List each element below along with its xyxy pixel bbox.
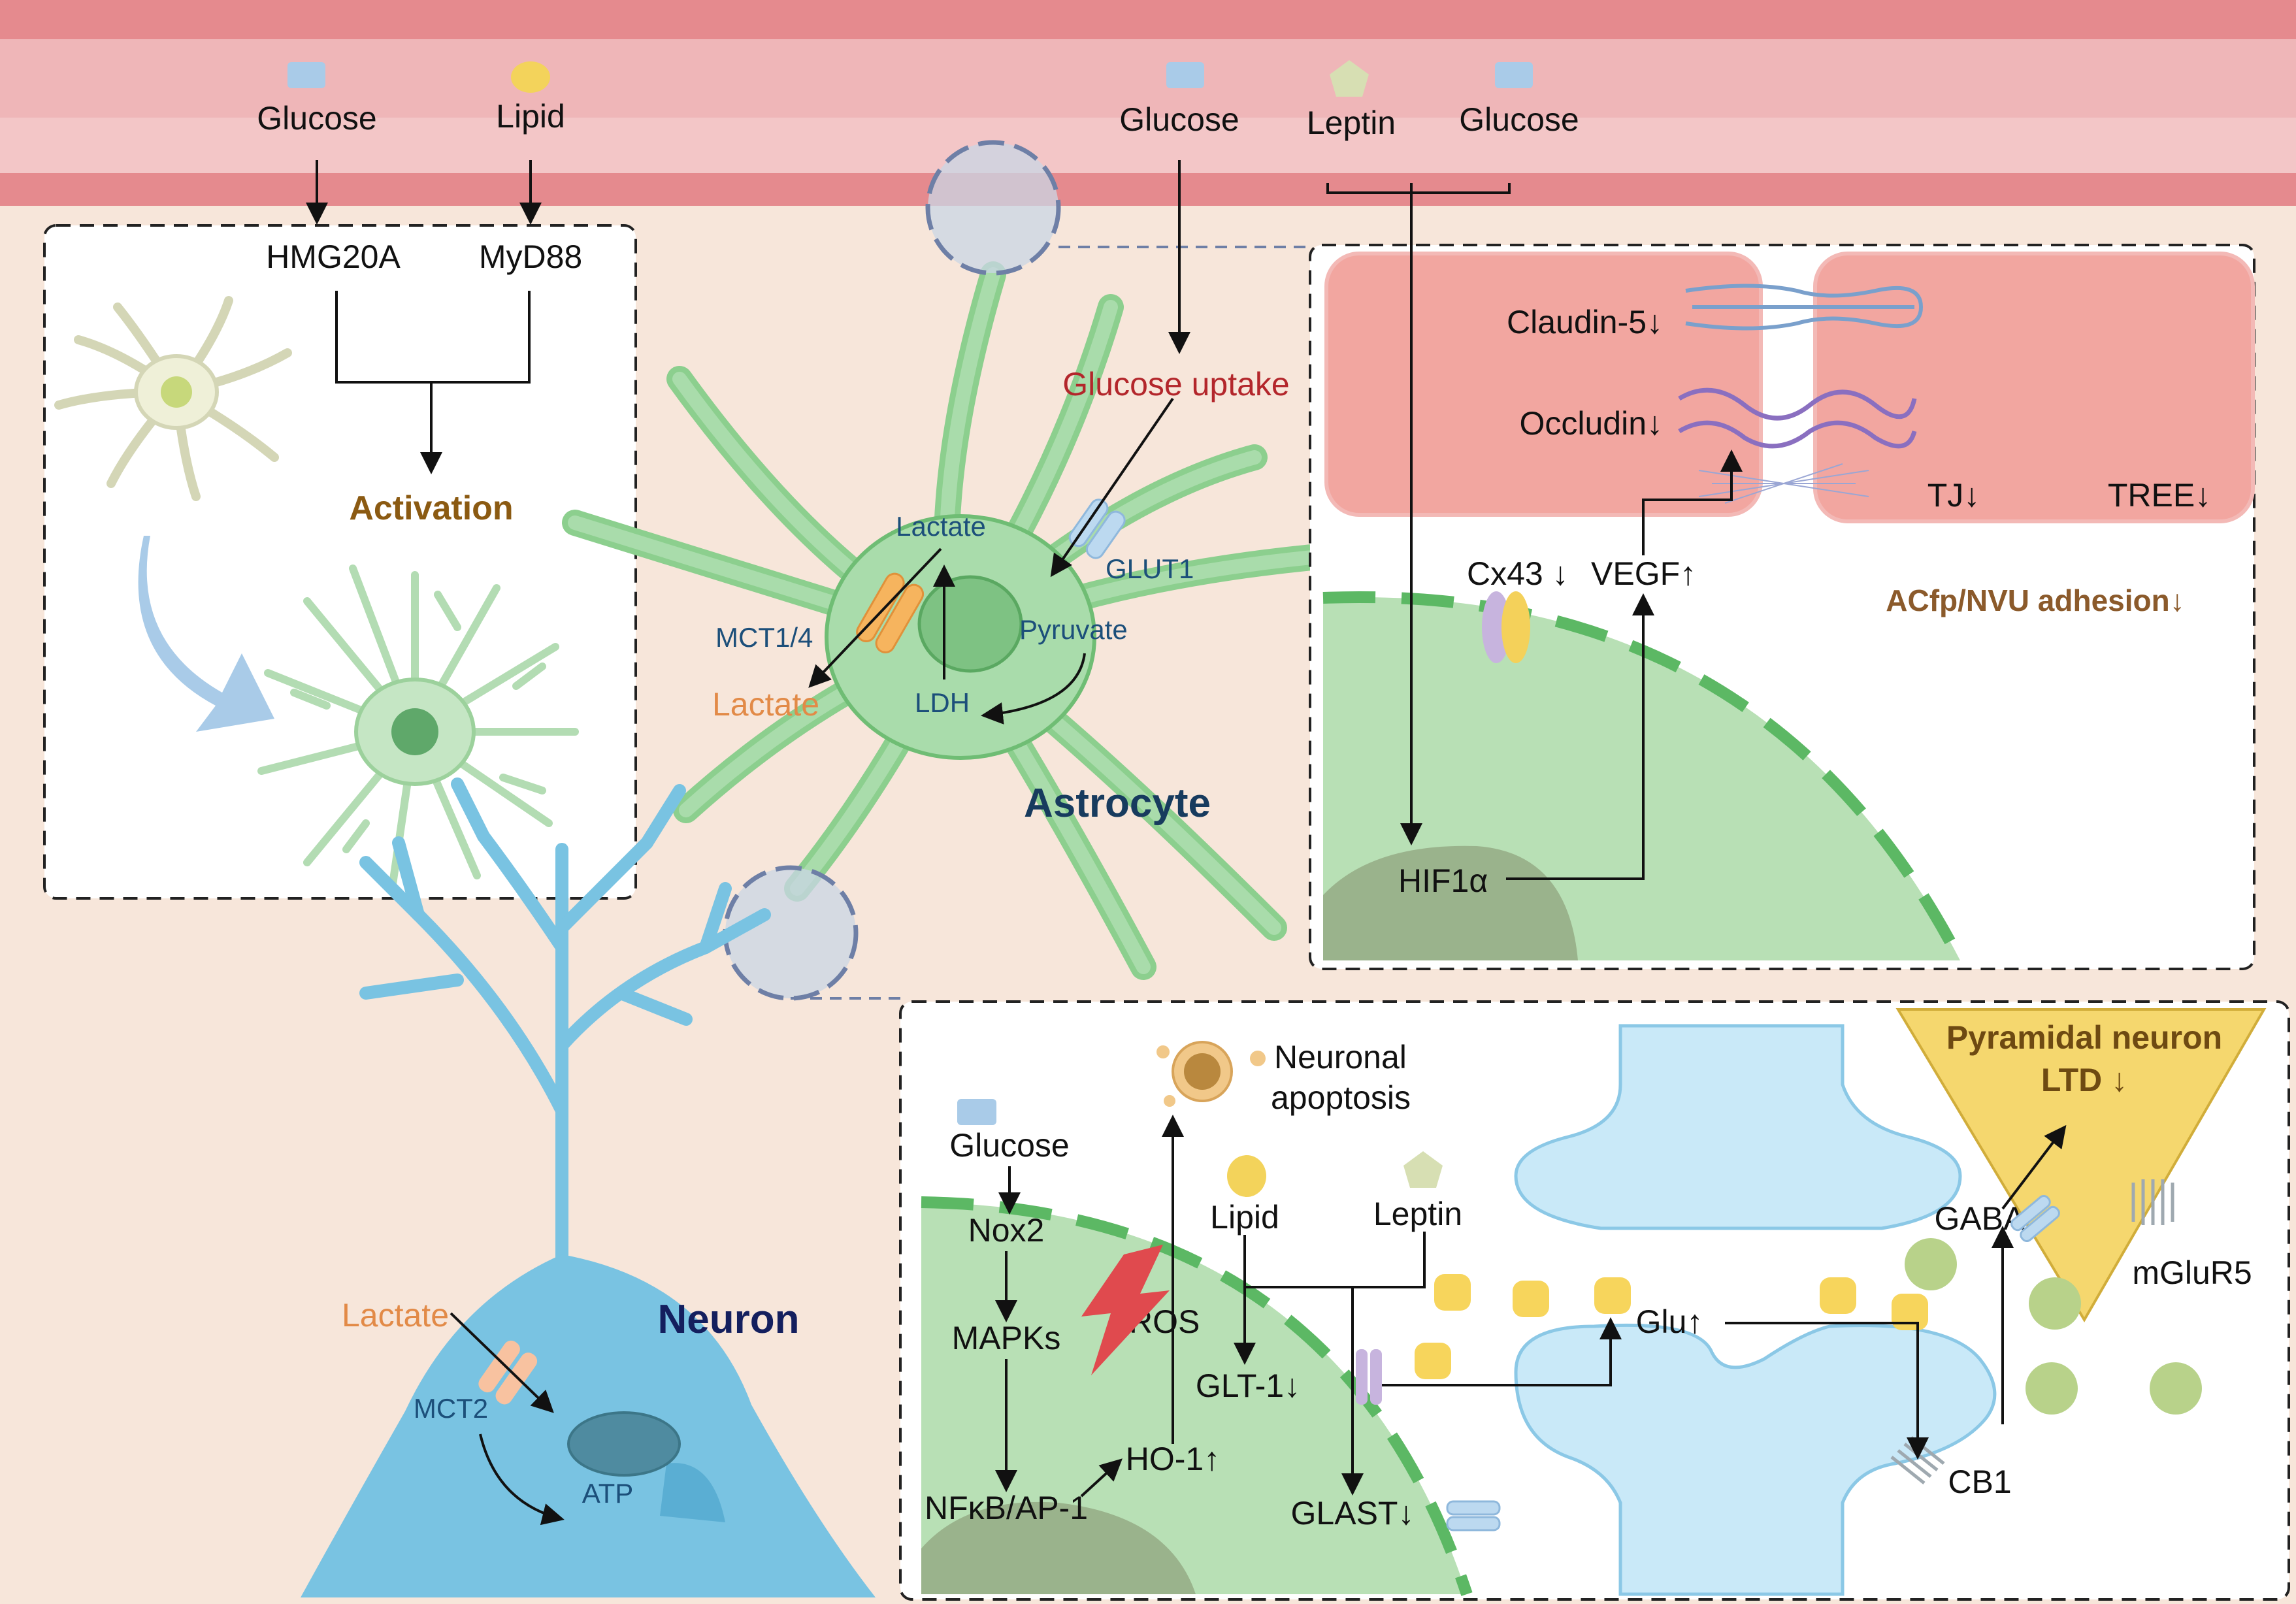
ros-lightning-icon — [1081, 1245, 1170, 1375]
mct2-label: MCT2 — [414, 1393, 488, 1424]
tj-label: TJ↓ — [1927, 477, 1980, 514]
bbb-panel: Claudin-5↓ Occludin↓ TJ↓ TREE↓ Cx43 ↓ VE… — [1309, 183, 2255, 970]
tree-label: TREE↓ — [2108, 477, 2211, 514]
glast-label: GLAST↓ — [1291, 1495, 1415, 1531]
postsynaptic-terminal — [1514, 1323, 1997, 1596]
lipid-molecule-icon — [511, 61, 550, 93]
pyramidal-neuron-shape — [1895, 1008, 2267, 1322]
glucose-molecule-icon — [1495, 62, 1533, 88]
neuron-lactate-label: Lactate — [342, 1297, 449, 1334]
mglur5-label: mGluR5 — [2132, 1254, 2252, 1291]
glucose-molecule-icon — [1166, 62, 1204, 88]
ldh-label: LDH — [915, 687, 970, 718]
vegf-label: VEGF↑ — [1591, 555, 1696, 592]
synapse-panel: Pyramidal neuron LTD ↓ Neuronal apoptosi… — [899, 1000, 2290, 1601]
cb1-label: CB1 — [1948, 1464, 2011, 1500]
mapks-label: MAPKs — [952, 1320, 1061, 1356]
pyruvate-label: Pyruvate — [1019, 614, 1128, 645]
tight-junction-mesh — [1698, 463, 1869, 504]
neuron-dendrites — [359, 777, 771, 1300]
astrocyte-title: Astrocyte — [1024, 781, 1211, 826]
glucose-uptake-label: Glucose uptake — [1062, 366, 1289, 402]
zoom-circle-bbb — [925, 140, 1061, 276]
vessel-lipid-label: Lipid — [496, 98, 565, 135]
claudin-strand-icon — [1685, 284, 1924, 331]
glt1-label: GLT-1↓ — [1196, 1367, 1300, 1404]
blood-vessel — [0, 0, 2296, 206]
apoptosis-label: apoptosis — [1271, 1079, 1411, 1116]
glut1-label: GLUT1 — [1106, 553, 1194, 584]
occludin-strand-icon — [1678, 387, 1917, 449]
apoptotic-nucleus — [1184, 1053, 1221, 1090]
neuron: Lactate MCT2 ATP Neuron — [301, 777, 876, 1597]
lactate-inside-label: Lactate — [896, 511, 986, 542]
claudin-label: Claudin-5↓ — [1507, 304, 1663, 340]
mglur5-receptor-icon — [2131, 1179, 2174, 1225]
vessel-leptin-label: Leptin — [1307, 105, 1396, 141]
apoptosis-label: Neuronal — [1274, 1039, 1407, 1075]
nox2-label: Nox2 — [968, 1212, 1045, 1249]
occludin-label: Occludin↓ — [1519, 405, 1663, 442]
gaba-vesicles — [1905, 1238, 2202, 1415]
vessel-glucose-label: Glucose — [1459, 101, 1579, 138]
synapse-astrocyte-nucleus — [921, 1501, 1196, 1594]
vessel-glucose-label: Glucose — [1119, 101, 1239, 138]
synapse-astrocyte-membrane — [921, 1196, 1473, 1596]
glutamate-vesicles — [1415, 1274, 1928, 1379]
lipid-molecule-icon — [1227, 1155, 1266, 1197]
leptin-molecule-icon — [1330, 60, 1369, 97]
glu-label: Glu↑ — [1636, 1303, 1703, 1340]
gaba-label: GABA — [1935, 1200, 2026, 1237]
hif1a-label: HIF1α — [1398, 862, 1488, 899]
lipid-label: Lipid — [1210, 1199, 1279, 1236]
astrocyte-membrane — [1322, 591, 1965, 964]
endothelial-cell — [1813, 252, 2255, 523]
vessel-glucose-label: Glucose — [257, 100, 376, 137]
endothelial-cell — [1324, 252, 1763, 517]
neuron-nucleus — [567, 1411, 681, 1477]
nfkb-label: NFκB/AP-1 — [925, 1490, 1088, 1526]
lactate-outside-label: Lactate — [712, 686, 819, 723]
transformation-arrow-icon — [138, 536, 274, 732]
activation-panel: HMG20A MyD88 Activation — [43, 160, 637, 900]
presynaptic-terminal — [1514, 1024, 1962, 1230]
glast-transporter-icon — [1446, 1500, 1501, 1531]
myd88-label: MyD88 — [479, 238, 582, 275]
neuron-title: Neuron — [658, 1297, 800, 1342]
astrocyte-nucleus — [917, 575, 1023, 673]
glucose-label: Glucose — [949, 1127, 1069, 1164]
atp-label: ATP — [582, 1478, 634, 1509]
central-astrocyte — [562, 261, 1346, 980]
glucose-molecule-icon — [957, 1099, 996, 1125]
leptin-label: Leptin — [1373, 1196, 1462, 1232]
acfp-label: ACfp/NVU adhesion↓ — [1886, 583, 2184, 617]
glt1-transporter-icon — [1356, 1349, 1382, 1405]
ltd-label: LTD ↓ — [2041, 1062, 2127, 1098]
resting-astrocyte-nucleus — [161, 376, 192, 408]
activation-label: Activation — [349, 489, 513, 527]
pyramidal-neuron-label: Pyramidal neuron — [1946, 1019, 2222, 1056]
hmg20a-label: HMG20A — [266, 238, 401, 275]
ho1-label: HO-1↑ — [1126, 1441, 1220, 1477]
mct14-label: MCT1/4 — [715, 622, 813, 653]
glucose-molecule-icon — [287, 62, 325, 88]
leptin-molecule-icon — [1403, 1151, 1443, 1188]
cx43-channel-icon — [1501, 591, 1530, 663]
reactive-astrocyte-nucleus — [391, 708, 438, 755]
cx43-label: Cx43 ↓ — [1467, 555, 1569, 592]
synapse-astrocyte — [921, 1202, 1467, 1594]
neuron-organelle — [660, 1463, 725, 1522]
astrocyte-nucleus-region — [1323, 845, 1578, 960]
